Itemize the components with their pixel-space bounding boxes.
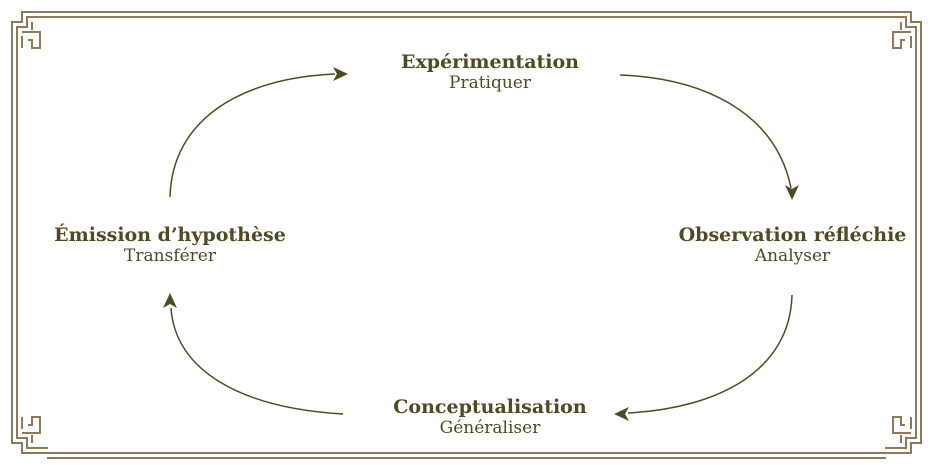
- arrow-top-to-right: [619, 74, 792, 189]
- arrowhead-top: [333, 67, 348, 81]
- node-observation: Observation réfléchie Analyser: [650, 225, 933, 266]
- node-subtitle: Généraliser: [439, 417, 541, 438]
- node-conceptualisation: Conceptualisation Généraliser: [330, 397, 650, 438]
- node-title: Conceptualisation: [393, 396, 587, 418]
- arrow-left-to-top: [169, 73, 336, 198]
- corner-top-right: [885, 11, 922, 52]
- arrow-bottom-to-left: [170, 307, 344, 415]
- corner-bottom-left: [11, 413, 48, 454]
- arrowhead-left: [163, 293, 177, 308]
- node-hypothese: Émission d’hypothèse Transférer: [20, 225, 320, 266]
- node-experimentation: Expérimentation Pratiquer: [340, 52, 640, 93]
- node-subtitle: Pratiquer: [449, 72, 531, 93]
- node-title: Observation réfléchie: [678, 224, 907, 246]
- arrowhead-right: [785, 185, 799, 200]
- arrowhead-bottom: [614, 407, 629, 421]
- corner-bottom-right: [885, 413, 922, 454]
- arrow-right-to-bottom: [627, 294, 793, 414]
- node-subtitle: Transférer: [124, 245, 216, 266]
- node-subtitle: Analyser: [754, 245, 831, 266]
- node-title: Émission d’hypothèse: [54, 224, 286, 246]
- corner-top-left: [11, 11, 48, 52]
- node-title: Expérimentation: [401, 51, 579, 73]
